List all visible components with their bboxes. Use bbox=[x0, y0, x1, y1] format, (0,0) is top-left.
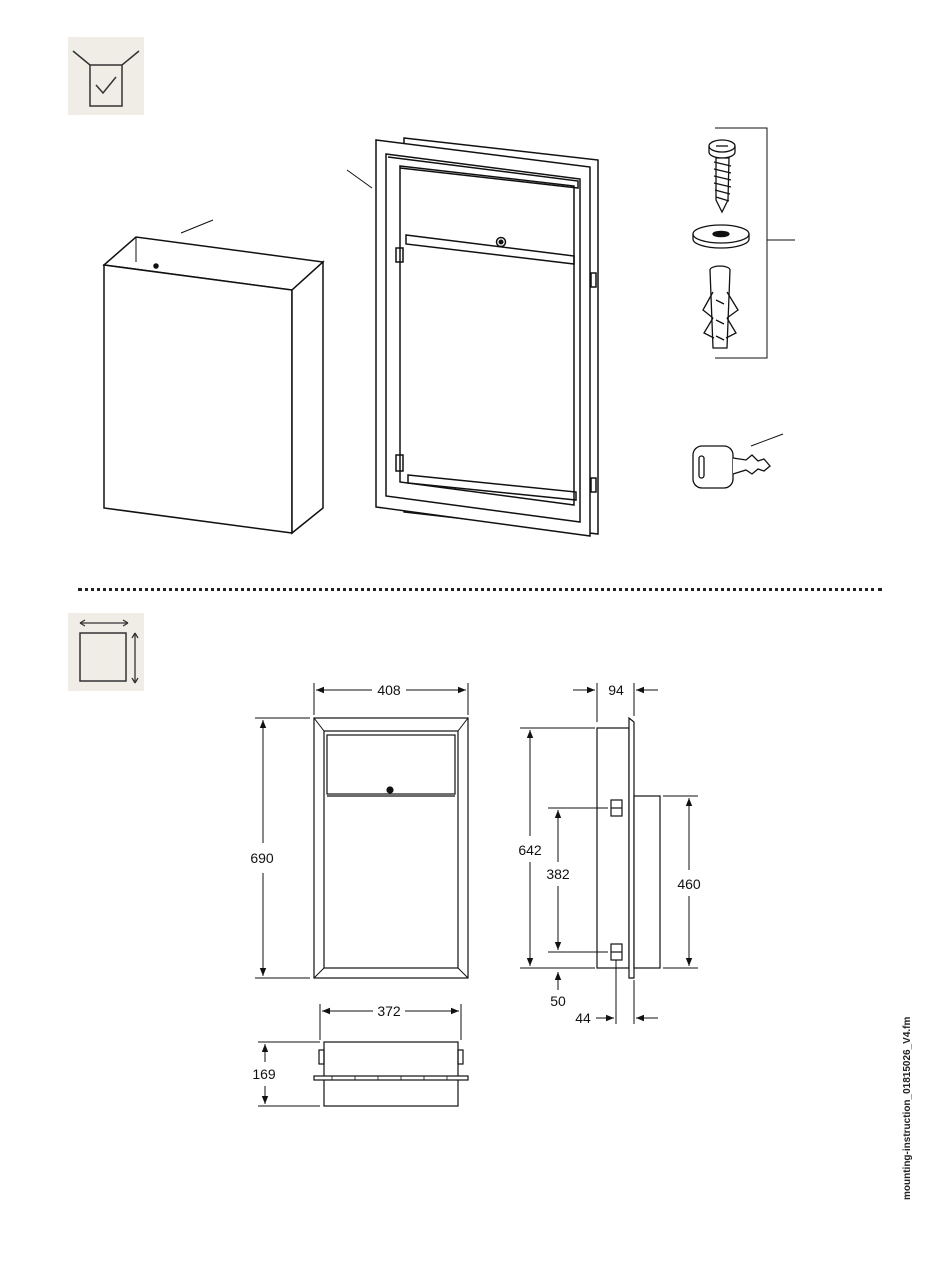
housing-leader-line bbox=[347, 170, 372, 188]
dim-bottom-depth: 169 bbox=[252, 1066, 276, 1082]
dim-flange-offset: 44 bbox=[575, 1010, 591, 1026]
document-filename: mounting-instruction_01815026_V4.fm bbox=[902, 900, 916, 1200]
key-leader-line bbox=[751, 434, 783, 446]
dim-side-depth: 94 bbox=[608, 682, 624, 698]
key-icon bbox=[693, 446, 770, 488]
wall-housing-illustration bbox=[376, 138, 598, 536]
dim-front-width: 408 bbox=[377, 682, 401, 698]
dim-bin-height: 460 bbox=[677, 876, 701, 892]
dim-front-height: 690 bbox=[250, 850, 274, 866]
side-view-drawing bbox=[597, 718, 660, 978]
front-view-drawing bbox=[314, 718, 468, 978]
dim-bottom-offset: 50 bbox=[550, 993, 566, 1009]
bottom-view-drawing bbox=[314, 1042, 468, 1106]
bin-leader-line bbox=[181, 220, 213, 233]
dim-side-height: 642 bbox=[518, 842, 542, 858]
screw-icon bbox=[709, 140, 735, 212]
washer-icon bbox=[693, 225, 749, 248]
waste-bin-illustration bbox=[104, 237, 323, 533]
dim-bottom-width: 372 bbox=[377, 1003, 401, 1019]
wall-plug-icon bbox=[703, 266, 738, 348]
dim-bracket-spacing: 382 bbox=[546, 866, 570, 882]
